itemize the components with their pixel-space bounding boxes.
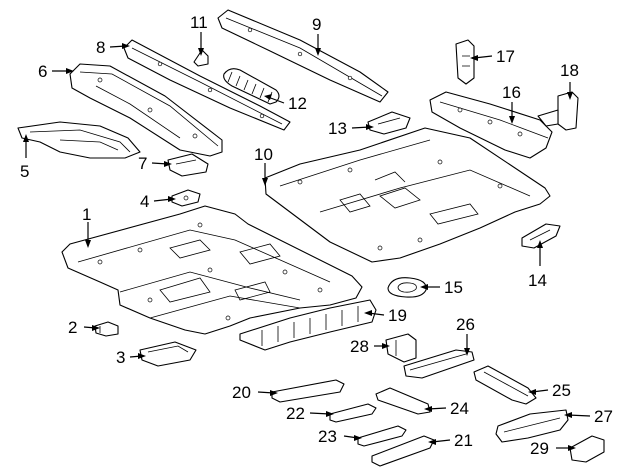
part-24-reinforcement[interactable] bbox=[375, 387, 431, 415]
part-17-bracket[interactable] bbox=[455, 39, 475, 85]
part-26-rail[interactable] bbox=[403, 349, 475, 379]
part-12-insulator[interactable] bbox=[223, 68, 280, 105]
part-18-bracket[interactable] bbox=[537, 91, 579, 131]
part-14-bracket[interactable] bbox=[521, 223, 561, 249]
part-3-reinforcement[interactable] bbox=[139, 341, 197, 367]
callout-8: 8 bbox=[96, 38, 105, 57]
part-4-bracket[interactable] bbox=[171, 189, 201, 207]
callout-18: 18 bbox=[560, 61, 579, 80]
part-1-front-floor-pan[interactable] bbox=[61, 205, 363, 335]
part-29-bracket[interactable] bbox=[569, 435, 605, 463]
part-19-crossmember[interactable] bbox=[239, 299, 377, 351]
leader-arrowheads bbox=[23, 43, 576, 451]
part-25-rail[interactable] bbox=[473, 365, 537, 405]
callout-23: 23 bbox=[318, 427, 337, 446]
callout-29: 29 bbox=[530, 439, 549, 458]
part-13-bracket[interactable] bbox=[367, 111, 411, 135]
part-27-rail[interactable] bbox=[495, 409, 569, 443]
callout-11: 11 bbox=[190, 13, 208, 32]
callout-5: 5 bbox=[20, 162, 29, 181]
callout-1: 1 bbox=[82, 205, 91, 224]
callout-10: 10 bbox=[254, 145, 273, 164]
part-16-rear-crossmember[interactable] bbox=[429, 91, 553, 159]
callout-19: 19 bbox=[388, 306, 407, 325]
part-6-side-sill-extension[interactable] bbox=[69, 63, 223, 157]
callout-26: 26 bbox=[456, 315, 475, 334]
callout-28: 28 bbox=[350, 337, 369, 356]
callout-14: 14 bbox=[528, 271, 547, 290]
callout-22: 22 bbox=[286, 404, 305, 423]
callout-17: 17 bbox=[496, 47, 515, 66]
part-10-rear-floor-pan[interactable] bbox=[264, 127, 551, 263]
part-21-reinforcement[interactable] bbox=[371, 435, 435, 467]
part-2-bracket[interactable] bbox=[94, 321, 119, 337]
callout-20: 20 bbox=[232, 383, 251, 402]
callout-3: 3 bbox=[116, 348, 125, 367]
part-22-reinforcement[interactable] bbox=[329, 403, 377, 423]
part-28-bracket[interactable] bbox=[385, 333, 417, 363]
callout-2: 2 bbox=[68, 318, 77, 337]
part-8-floor-side-member[interactable] bbox=[123, 39, 291, 131]
callout-27: 27 bbox=[594, 407, 613, 426]
callout-12: 12 bbox=[288, 94, 307, 113]
callout-4: 4 bbox=[140, 192, 149, 211]
callout-16: 16 bbox=[502, 83, 521, 102]
part-20-reinforcement[interactable] bbox=[271, 379, 345, 403]
part-5-wheelhouse-panel[interactable] bbox=[17, 121, 141, 159]
callout-6: 6 bbox=[38, 62, 47, 81]
callout-24: 24 bbox=[450, 399, 469, 418]
callout-25: 25 bbox=[552, 381, 571, 400]
callout-7: 7 bbox=[138, 154, 147, 173]
part-7-patch-plate[interactable] bbox=[167, 153, 209, 177]
callout-15: 15 bbox=[444, 278, 463, 297]
callout-labels: 1 2 3 4 5 6 7 8 9 10 11 12 13 14 15 16 1… bbox=[20, 13, 613, 458]
callout-21: 21 bbox=[454, 431, 473, 450]
callout-13: 13 bbox=[328, 119, 347, 138]
part-15-plug-seal[interactable] bbox=[387, 277, 427, 298]
callout-9: 9 bbox=[312, 15, 321, 34]
part-9-rocker-reinforcement[interactable] bbox=[217, 9, 389, 103]
part-23-reinforcement[interactable] bbox=[357, 425, 407, 447]
